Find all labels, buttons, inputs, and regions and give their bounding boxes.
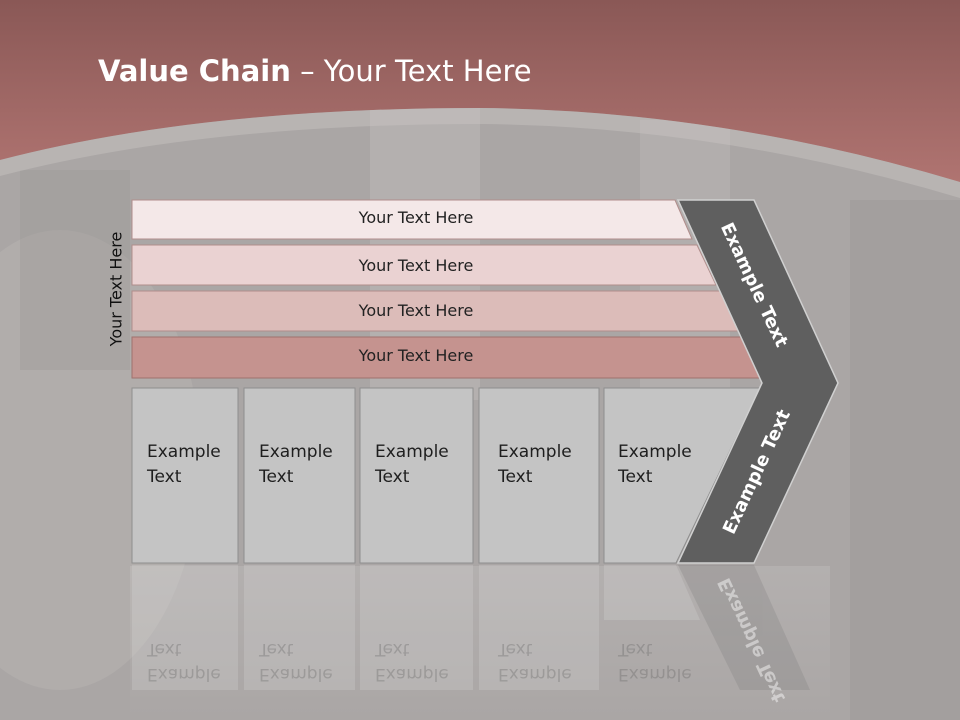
activity-box-3: [359, 387, 474, 564]
support-row-1: [131, 199, 693, 240]
diagram-reflection: [132, 565, 810, 690]
support-row-2-label: Your Text Here: [358, 256, 474, 275]
title-rest: – Your Text Here: [290, 54, 532, 88]
activity-box-2: [243, 387, 356, 564]
slide-title: Value Chain – Your Text Here: [98, 54, 532, 88]
title-bold: Value Chain: [98, 54, 291, 88]
support-row-4-label: Your Text Here: [358, 346, 474, 365]
activity-box-5: [603, 387, 761, 564]
margin-chevron: [676, 199, 839, 564]
support-row-3-label: Your Text Here: [358, 301, 474, 320]
activity-box-1: [131, 387, 239, 564]
support-row-2: [131, 244, 717, 286]
support-row-1-label: Your Text Here: [358, 208, 474, 227]
activity-box-4: [478, 387, 600, 564]
